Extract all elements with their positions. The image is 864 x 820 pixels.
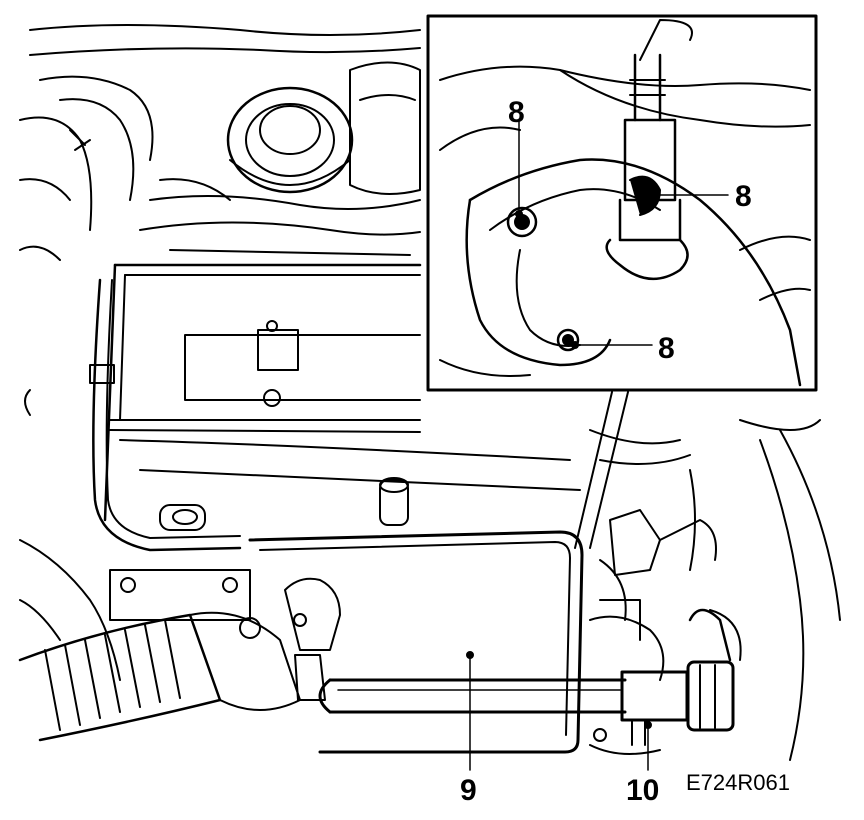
corrugated-hose [18, 611, 301, 742]
component-9-housing [248, 530, 584, 754]
callout-8-bottom: 8 [658, 332, 675, 365]
callout-9: 9 [460, 774, 477, 807]
engine-bay-lineart [18, 24, 841, 761]
callout-10: 10 [626, 774, 659, 807]
component-10-pipe [318, 608, 742, 746]
callout-8-top: 8 [508, 96, 525, 129]
detail-inset [426, 14, 818, 392]
callout-8-right: 8 [735, 180, 752, 213]
figure-code: E724R061 [686, 770, 790, 795]
